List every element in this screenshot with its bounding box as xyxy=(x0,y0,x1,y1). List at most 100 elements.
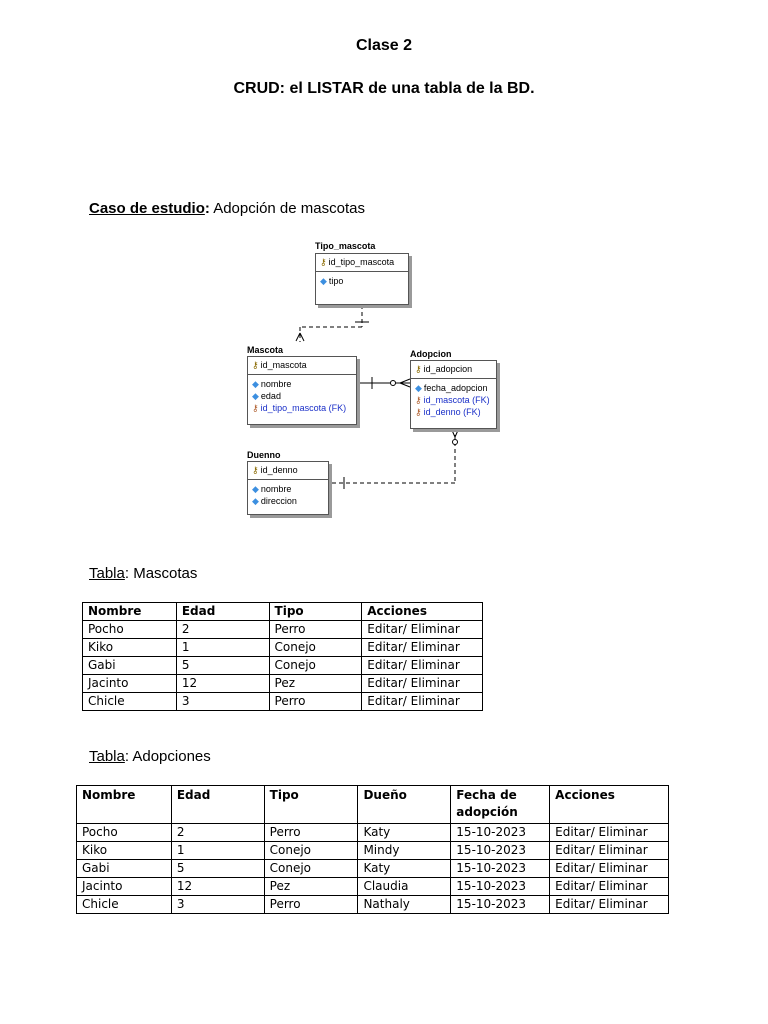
entity-duenno: ⚷id_denno ◆nombre ◆direccion xyxy=(247,461,329,515)
table-cell: Nathaly xyxy=(357,895,452,914)
table-cell: Chicle xyxy=(82,692,177,711)
table-cell: 15-10-2023 xyxy=(450,823,551,842)
entity-attr: ◆edad xyxy=(252,390,352,402)
crowfoot-mark xyxy=(299,332,305,342)
table-cell: 5 xyxy=(175,656,270,675)
table-cell: 1 xyxy=(170,841,265,860)
table-header-row: Nombre Edad Tipo Acciones xyxy=(82,602,483,621)
entity-mascota: ⚷id_mascota ◆nombre ◆edad ⚷id_tipo_masco… xyxy=(247,356,357,425)
table-cell: Editar/ Eliminar xyxy=(549,841,669,860)
table-caption-mascotas: Tabla: Mascotas xyxy=(89,565,197,582)
pk-label: id_mascota xyxy=(260,360,307,370)
table-cell: 15-10-2023 xyxy=(450,859,551,878)
column-header: Acciones xyxy=(361,602,483,621)
table-cell: Gabi xyxy=(76,859,172,878)
attr-label: direccion xyxy=(260,496,297,506)
table-cell: Pez xyxy=(263,877,359,896)
entity-attr: ◆tipo xyxy=(320,275,404,287)
table-cell: Perro xyxy=(263,823,359,842)
caption-text: : Mascotas xyxy=(124,565,198,582)
attribute-icon: ◆ xyxy=(320,276,327,286)
crowfoot-mark xyxy=(399,378,411,384)
table-cell: Editar/ Eliminar xyxy=(361,674,483,693)
table-cell: Editar/ Eliminar xyxy=(361,692,483,711)
entity-name-duenno: Duenno xyxy=(247,450,281,460)
attr-label: nombre xyxy=(260,379,292,389)
foreign-key-icon: ⚷ xyxy=(415,395,422,405)
relation-circle xyxy=(390,380,396,386)
attribute-icon: ◆ xyxy=(252,391,259,401)
column-header: Tipo xyxy=(263,785,359,824)
entity-fk: ⚷id_tipo_mascota (FK) xyxy=(252,402,352,414)
table-cell: Chicle xyxy=(76,895,172,914)
entity-tipo-mascota: ⚷id_tipo_mascota ◆tipo xyxy=(315,253,409,305)
key-icon: ⚷ xyxy=(252,360,259,370)
table-cell: Perro xyxy=(263,895,359,914)
table-cell: Editar/ Eliminar xyxy=(361,620,483,639)
pk-label: id_adopcion xyxy=(423,364,473,374)
table-cell: Claudia xyxy=(357,877,452,896)
entity-pk: ⚷id_tipo_mascota xyxy=(316,254,408,272)
crowfoot-mark xyxy=(454,427,460,438)
table-cell: Editar/ Eliminar xyxy=(549,895,669,914)
caption-text: : Adopciones xyxy=(124,748,211,765)
table-cell: Conejo xyxy=(263,859,359,878)
column-header: Edad xyxy=(170,785,265,824)
attr-label: fecha_adopcion xyxy=(423,383,488,393)
attribute-icon: ◆ xyxy=(252,484,259,494)
table-cell: Editar/ Eliminar xyxy=(549,877,669,896)
entity-attr: ◆fecha_adopcion xyxy=(415,382,492,394)
table-header-row: Nombre Edad Tipo Dueño Fecha de adopción… xyxy=(76,785,669,824)
case-study-label: Caso de estudio xyxy=(89,200,205,217)
table-cell: Editar/ Eliminar xyxy=(549,823,669,842)
entity-attr: ◆nombre xyxy=(252,378,352,390)
table-cell: Conejo xyxy=(263,841,359,860)
caption-label: Tabla xyxy=(89,748,125,765)
table-cell: 12 xyxy=(170,877,265,896)
column-header: Dueño xyxy=(357,785,452,824)
entity-pk: ⚷id_adopcion xyxy=(411,361,496,379)
table-cell: Jacinto xyxy=(82,674,177,693)
case-study-colon: : xyxy=(204,200,210,217)
column-header: Nombre xyxy=(76,785,172,824)
table-cell: Jacinto xyxy=(76,877,172,896)
table-cell: 5 xyxy=(170,859,265,878)
table-cell: 3 xyxy=(175,692,270,711)
attribute-icon: ◆ xyxy=(252,496,259,506)
key-icon: ⚷ xyxy=(415,364,422,374)
table-cell: 15-10-2023 xyxy=(450,877,551,896)
table-adopciones: Nombre Edad Tipo Dueño Fecha de adopción… xyxy=(76,785,669,914)
table-cell: Pocho xyxy=(82,620,177,639)
fk-label: id_mascota (FK) xyxy=(423,395,490,405)
foreign-key-icon: ⚷ xyxy=(252,403,259,413)
attr-label: tipo xyxy=(328,276,344,286)
crowfoot-mark xyxy=(450,427,456,438)
column-header: Nombre xyxy=(82,602,177,621)
pk-label: id_tipo_mascota xyxy=(328,257,395,267)
column-header: Tipo xyxy=(268,602,363,621)
relation-circle xyxy=(452,439,458,445)
table-cell: Pez xyxy=(268,674,363,693)
table-cell: Conejo xyxy=(268,656,363,675)
entity-name-adopcion: Adopcion xyxy=(410,349,452,359)
entity-attr: ◆nombre xyxy=(252,483,324,495)
case-study-line: Caso de estudio: Adopción de mascotas xyxy=(89,200,365,217)
table-cell: Editar/ Eliminar xyxy=(361,638,483,657)
case-study-text: Adopción de mascotas xyxy=(209,200,365,217)
caption-label: Tabla xyxy=(89,565,125,582)
page-subtitle: CRUD: el LISTAR de una tabla de la BD. xyxy=(233,80,535,97)
table-cell: Kiko xyxy=(76,841,172,860)
fk-label: id_tipo_mascota (FK) xyxy=(260,403,347,413)
fk-label: id_denno (FK) xyxy=(423,407,481,417)
table-cell: 2 xyxy=(170,823,265,842)
crowfoot-mark xyxy=(295,332,301,342)
table-cell: 2 xyxy=(175,620,270,639)
column-header: Edad xyxy=(175,602,270,621)
